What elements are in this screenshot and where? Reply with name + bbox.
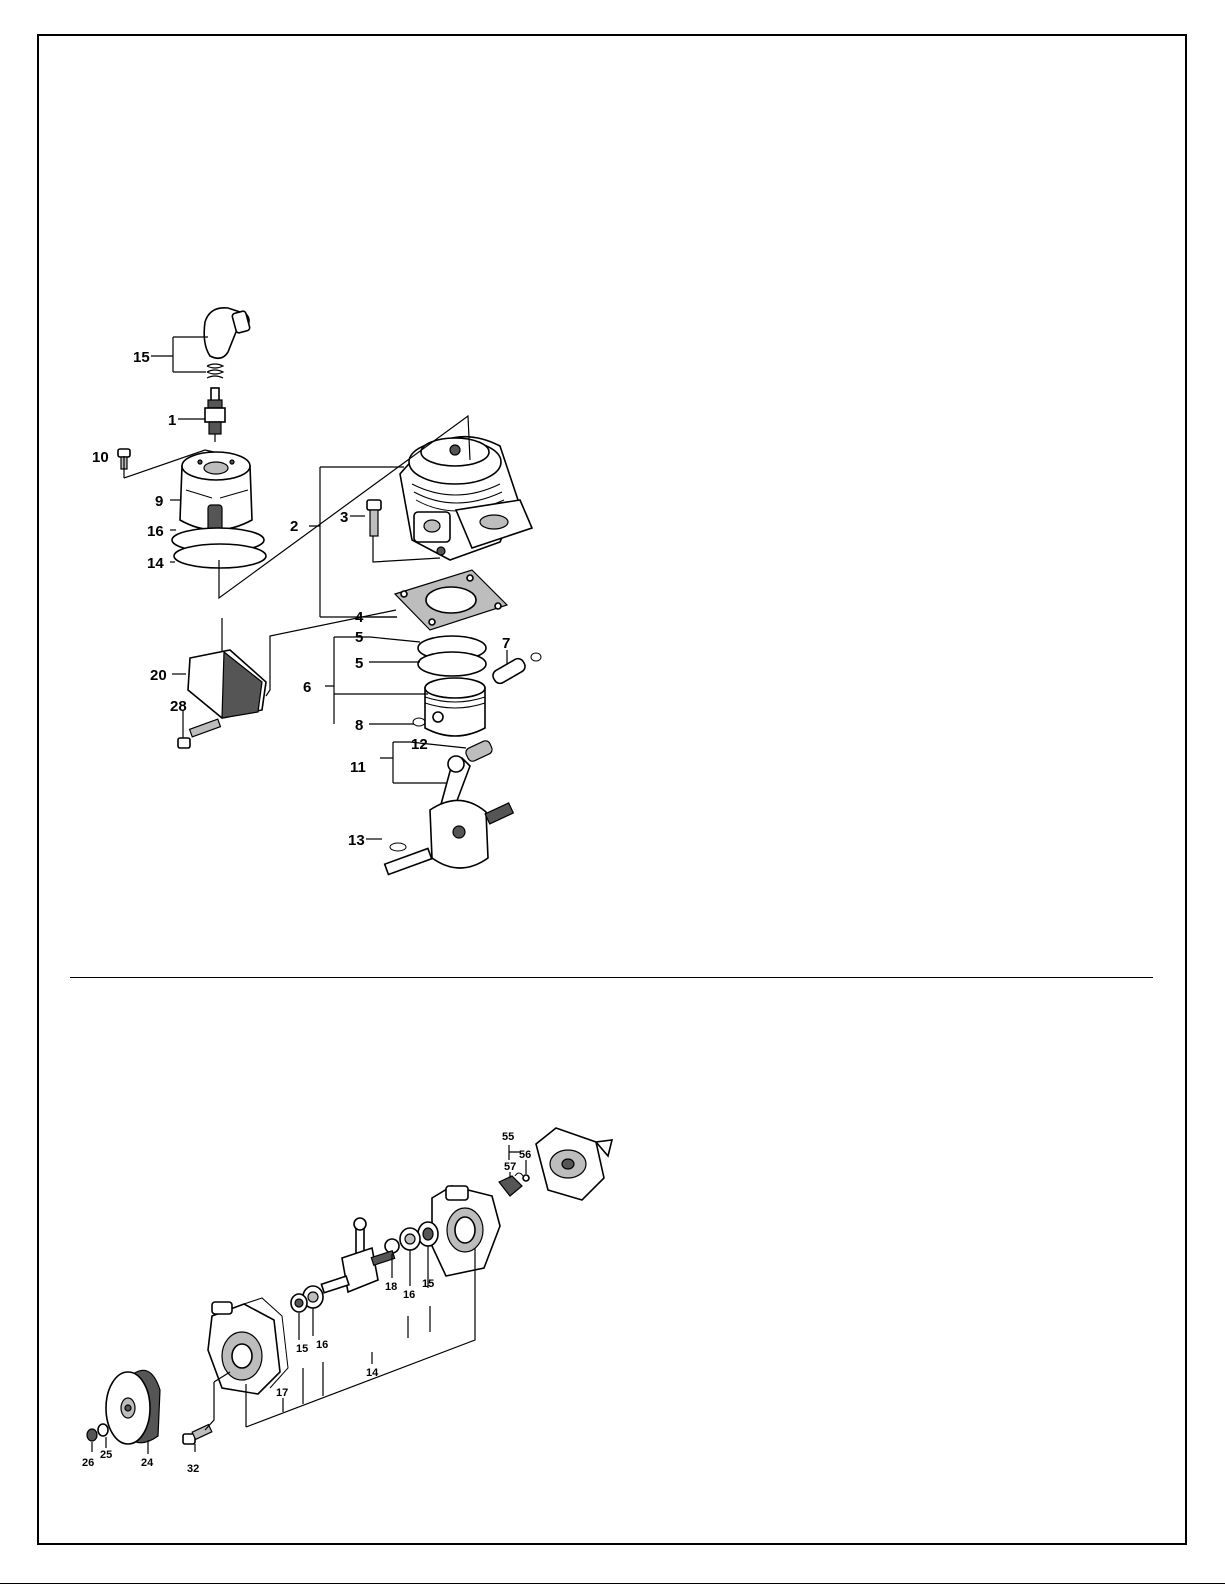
callout-28-bolt: 28	[170, 698, 187, 715]
callout-26-nut: 26	[82, 1457, 94, 1469]
callout-18-washer: 18	[385, 1281, 397, 1293]
plug-cap-part	[204, 308, 250, 378]
starter-pawl-part	[499, 1173, 529, 1196]
starter-housing-part	[536, 1128, 612, 1200]
washer-25	[98, 1424, 108, 1436]
bottom-exploded-view: 55 57 56 18 16 15 15 16 14 17 26 25 24 3…	[82, 1128, 612, 1475]
cylinder-part	[400, 437, 532, 560]
bolt-3-part	[367, 500, 381, 536]
callout-14-crankcase: 14	[366, 1367, 379, 1379]
callout-55: 55	[502, 1131, 514, 1143]
spark-plug-part	[205, 388, 225, 442]
callout-14-ring: 14	[147, 555, 164, 572]
callout-5-ring-lower: 5	[355, 655, 363, 672]
callout-16-ring: 16	[147, 523, 164, 540]
nut-26	[87, 1429, 97, 1441]
flywheel-part	[106, 1370, 160, 1444]
cylinder-cover-part	[180, 452, 252, 531]
crankcase-half-part	[432, 1186, 500, 1276]
callout-57: 57	[504, 1161, 516, 1173]
callout-17-gasket: 17	[276, 1387, 288, 1399]
callout-16-bearing-left: 16	[316, 1339, 328, 1351]
top-exploded-view: 15 1 10 9 16 14 2 3 4 5 5 6 7 8 20 28 12…	[92, 308, 541, 875]
bearing-16-left-bore	[308, 1292, 318, 1302]
callout-6-piston: 6	[303, 679, 311, 696]
callout-9-cover: 9	[155, 493, 163, 510]
callout-20-coil: 20	[150, 667, 167, 684]
callout-13-key: 13	[348, 832, 365, 849]
callout-12-bearing: 12	[411, 736, 428, 753]
callout-15-seal-left: 15	[296, 1343, 308, 1355]
callout-5-ring-upper: 5	[355, 629, 363, 646]
callout-15-seal-right: 15	[422, 1278, 434, 1290]
callout-10-screw: 10	[92, 449, 109, 466]
callout-32-bolt: 32	[187, 1463, 199, 1475]
needle-bearing-part	[464, 739, 493, 763]
crankcase-main-part	[208, 1298, 288, 1394]
base-gasket-part	[395, 570, 507, 630]
callout-3-bolt: 3	[340, 509, 348, 526]
callout-1-spark-plug: 1	[168, 412, 176, 429]
callout-8-clip: 8	[355, 717, 363, 734]
ignition-coil-part	[178, 618, 266, 748]
gasket-ring-14	[174, 544, 266, 568]
callout-2-cylinder: 2	[290, 518, 298, 535]
callout-16-bearing-right: 16	[403, 1289, 415, 1301]
callout-11-crank-assembly: 11	[350, 759, 366, 776]
callout-4-gasket: 4	[355, 609, 364, 626]
oil-seal-15-left-bore	[295, 1299, 303, 1307]
callout-7-pin: 7	[502, 635, 510, 652]
callout-25-washer: 25	[100, 1449, 112, 1461]
callout-15-plug-cap: 15	[133, 349, 150, 366]
crankshaft-part	[385, 756, 514, 875]
piston-part	[425, 678, 485, 736]
piston-ring-lower	[418, 652, 486, 676]
oil-seal-15-right-bore	[423, 1228, 433, 1240]
callout-24-flywheel: 24	[141, 1457, 154, 1469]
bearing-16-right-bore	[405, 1234, 415, 1244]
bottom-crankshaft-part	[321, 1218, 394, 1293]
callout-56: 56	[519, 1149, 531, 1161]
